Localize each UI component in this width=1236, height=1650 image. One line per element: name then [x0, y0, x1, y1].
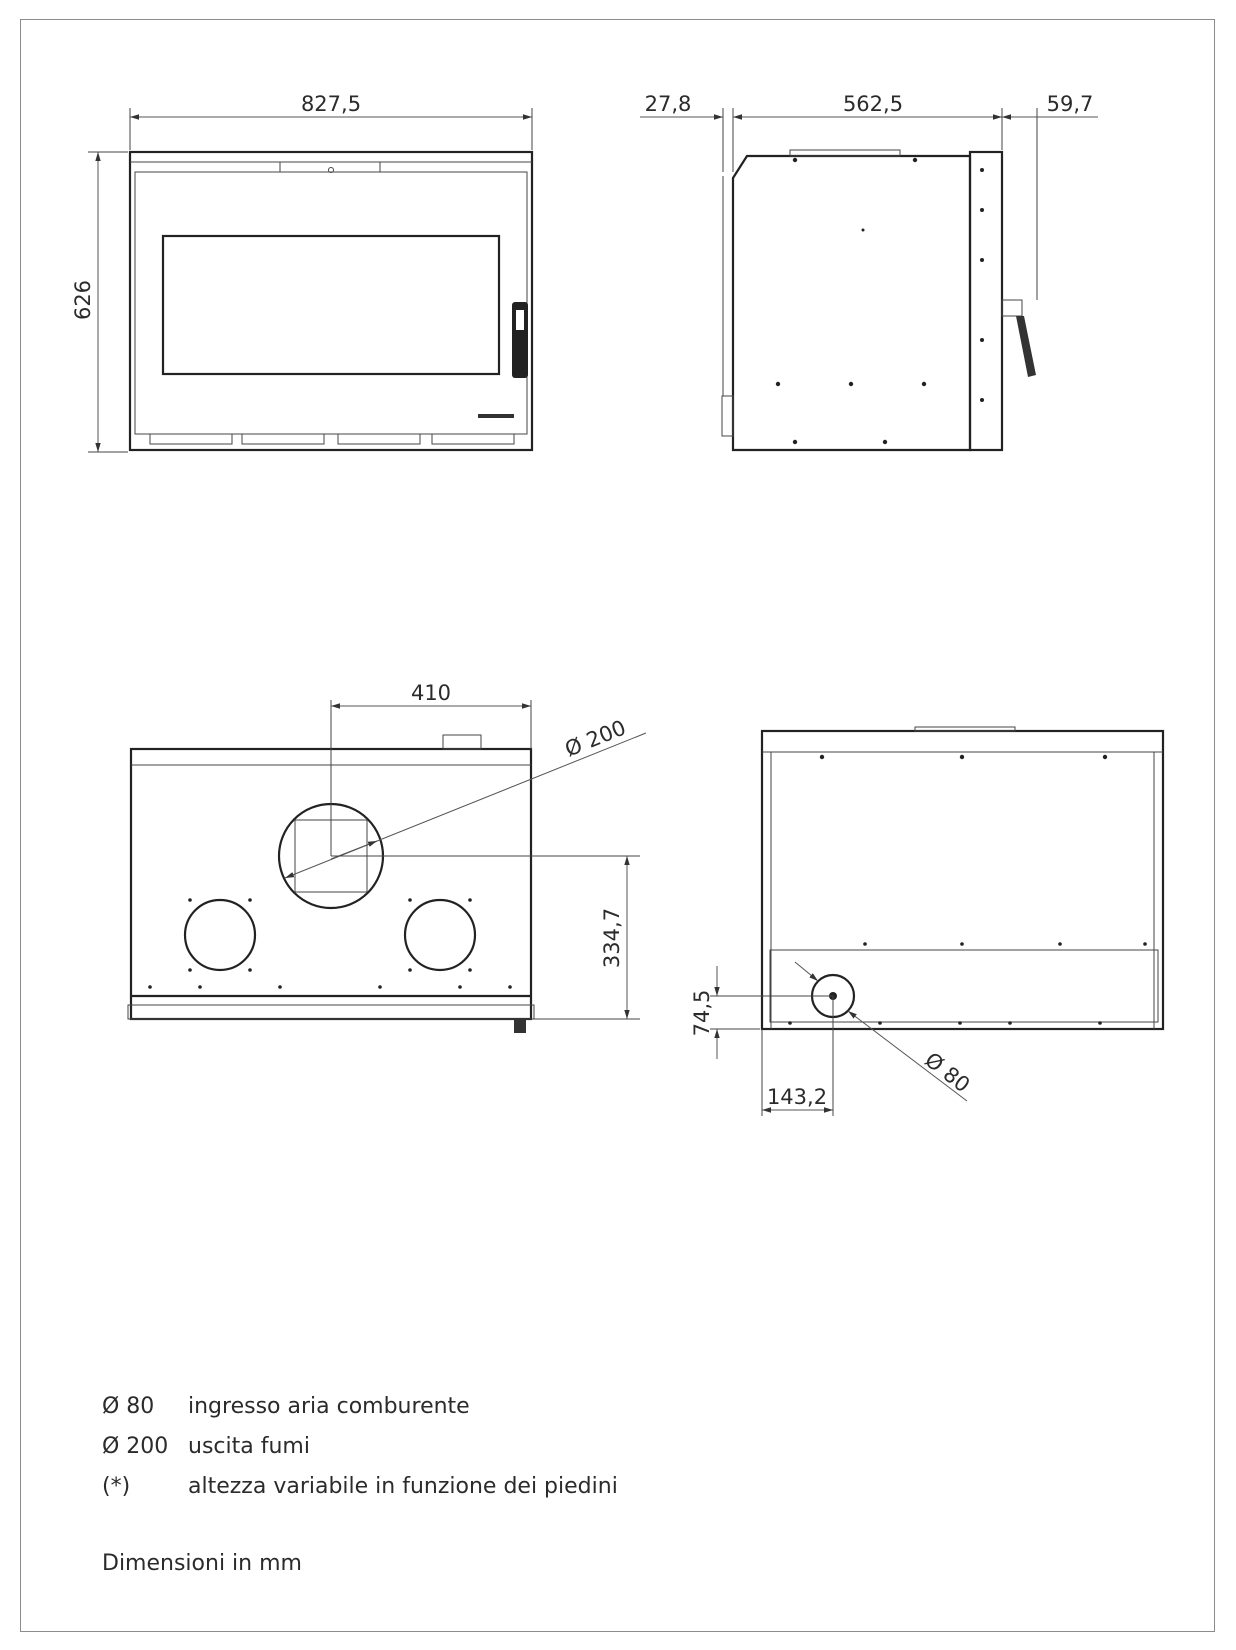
legend-row: (*) altezza variabile in funzione dei pi… [102, 1466, 618, 1506]
legend-text: uscita fumi [188, 1433, 310, 1459]
rear-air-offset-label: 143,2 [767, 1085, 827, 1109]
side-handle-label: 59,7 [1047, 92, 1094, 116]
top-flue-offset-label: 410 [411, 681, 451, 705]
side-view: 27,8 562,5 59,7 [640, 92, 1098, 452]
drawing-frame [20, 19, 1215, 1632]
rear-air-diameter-label: Ø 80 [920, 1048, 974, 1098]
front-height-label: 626 [71, 280, 95, 320]
front-width-label: 827,5 [301, 92, 361, 116]
top-flue-depth-label: 334,7 [600, 908, 624, 968]
unit-note: Dimensioni in mm [102, 1551, 302, 1576]
legend: Ø 80 ingresso aria comburente Ø 200 usci… [102, 1386, 618, 1506]
side-offset-label: 27,8 [645, 92, 692, 116]
legend-text: ingresso aria comburente [188, 1393, 470, 1419]
legend-row: Ø 80 ingresso aria comburente [102, 1386, 618, 1426]
rear-view: 74,5 143,2 Ø 80 [690, 726, 1165, 1116]
legend-text: altezza variabile in funzione dei piedin… [188, 1473, 618, 1499]
top-view: 410 Ø 200 334,7 [127, 681, 647, 1033]
legend-symbol: Ø 80 [102, 1393, 155, 1419]
rear-air-height-label: 74,5 [690, 990, 714, 1037]
side-depth-label: 562,5 [843, 92, 903, 116]
top-flue-diameter-label: Ø 200 [562, 716, 630, 762]
legend-row: Ø 200 uscita fumi [102, 1426, 618, 1466]
front-view: 827,5 626 [71, 92, 534, 453]
legend-symbol: (*) [102, 1473, 131, 1499]
legend-symbol: Ø 200 [102, 1433, 169, 1459]
